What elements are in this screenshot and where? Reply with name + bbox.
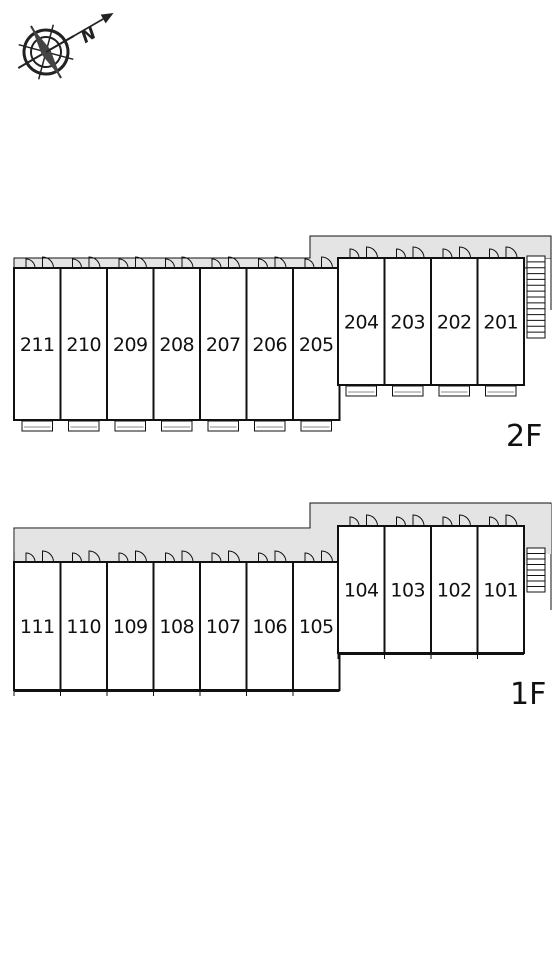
unit-number: 109 (113, 616, 148, 638)
unit-number: 201 (483, 312, 518, 334)
unit-number: 101 (483, 580, 518, 602)
unit-number: 108 (159, 616, 194, 638)
unit-206: 206 (245, 256, 294, 432)
unit-209: 209 (106, 256, 155, 432)
unit-201: 201 (476, 246, 525, 397)
unit-number: 103 (390, 580, 425, 602)
unit-105: 105 (292, 550, 341, 696)
unit-204: 204 (337, 246, 386, 397)
unit-205: 205 (292, 256, 341, 432)
unit-203: 203 (383, 246, 432, 397)
floor-plan-1f: 111 110 109 108 107 106 105 104 103 102 101 (13, 502, 552, 696)
floor-label-1f: 1F (510, 677, 546, 712)
unit-number: 107 (206, 616, 241, 638)
staircase (526, 255, 546, 339)
unit-number: 205 (299, 334, 334, 356)
corridor-outline (13, 235, 552, 310)
unit-number: 209 (113, 334, 148, 356)
unit-number: 104 (344, 580, 379, 602)
unit-number: 202 (437, 312, 472, 334)
compass-icon (17, 13, 114, 80)
unit-111: 111 (13, 550, 62, 696)
unit-number: 210 (66, 334, 101, 356)
unit-number: 206 (252, 334, 287, 356)
unit-208: 208 (152, 256, 201, 432)
unit-211: 211 (13, 256, 62, 432)
corridor-fill (15, 529, 311, 565)
floor-plan-2f: 211 210 209 208 207 206 205 204 203 202 201 (13, 235, 552, 432)
unit-number: 203 (390, 312, 425, 334)
compass-letter: N (78, 23, 100, 47)
unit-110: 110 (59, 550, 108, 696)
unit-101: 101 (476, 514, 525, 659)
unit-number: 208 (159, 334, 194, 356)
unit-number: 105 (299, 616, 334, 638)
unit-number: 102 (437, 580, 472, 602)
unit-107: 107 (199, 550, 248, 696)
unit-202: 202 (430, 246, 479, 397)
unit-102: 102 (430, 514, 479, 659)
unit-number: 110 (66, 616, 101, 638)
unit-103: 103 (383, 514, 432, 659)
unit-number: 207 (206, 334, 241, 356)
floor-label-2f: 2F (506, 419, 542, 454)
unit-number: 204 (344, 312, 379, 334)
unit-207: 207 (199, 256, 248, 432)
staircase (526, 547, 546, 593)
unit-210: 210 (59, 256, 108, 432)
unit-106: 106 (245, 550, 294, 696)
unit-104: 104 (337, 514, 386, 659)
unit-108: 108 (152, 550, 201, 696)
unit-109: 109 (106, 550, 155, 696)
unit-number: 106 (252, 616, 287, 638)
unit-number: 111 (20, 616, 55, 638)
unit-number: 211 (20, 334, 55, 356)
